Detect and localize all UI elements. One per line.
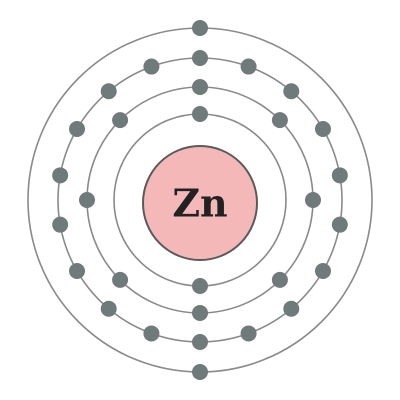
electron-shell-3-15 [52, 167, 69, 184]
electron-shell-2-7 [79, 192, 95, 208]
electron-shell-2-3 [305, 192, 321, 208]
electron-shell-3-12 [100, 300, 117, 317]
electron-shell-3-11 [143, 325, 160, 342]
electron-shell-3-6 [331, 216, 348, 233]
electron-shell-3-13 [69, 263, 86, 279]
electron-shell-3-16 [69, 121, 86, 137]
electron-shell-3-14 [52, 216, 69, 233]
nucleus [142, 145, 258, 261]
electron-shell-3-7 [314, 263, 331, 279]
electron-shell-1-2 [192, 278, 208, 294]
element-symbol: Zn [172, 181, 227, 226]
electron-shell-2-1 [192, 79, 208, 95]
electron-shell-4-2 [192, 364, 208, 380]
electron-shell-2-5 [192, 305, 208, 321]
electron-shell-1-1 [192, 106, 208, 122]
electrons [52, 20, 348, 380]
electron-shell-2-4 [271, 271, 288, 288]
electron-shell-3-9 [240, 325, 257, 342]
electron-shell-2-2 [271, 112, 288, 129]
electron-shell-3-18 [143, 58, 160, 75]
electron-shell-3-17 [100, 83, 117, 100]
electron-shell-2-6 [112, 271, 129, 288]
electron-shell-3-8 [283, 300, 300, 317]
electron-shell-3-5 [331, 167, 348, 184]
electron-shell-4-1 [192, 20, 208, 36]
electron-shell-3-3 [283, 83, 300, 100]
electron-shell-2-8 [112, 112, 129, 129]
electron-shell-3-10 [192, 334, 208, 350]
electron-shell-3-2 [240, 58, 257, 75]
electron-shell-3-1 [192, 50, 208, 66]
electron-shell-3-4 [314, 121, 331, 137]
